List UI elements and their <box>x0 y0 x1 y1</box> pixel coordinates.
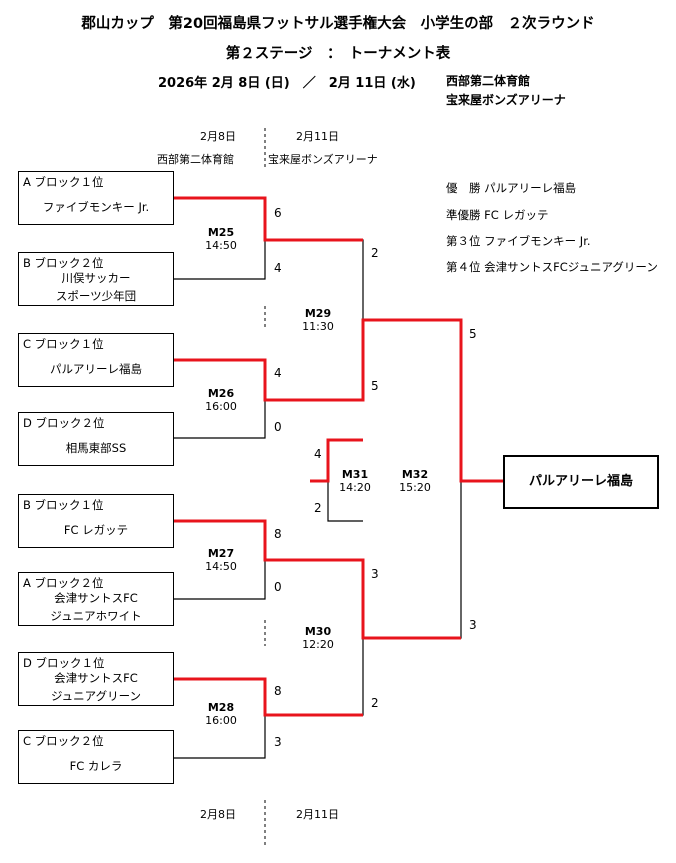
team-box-c2: C ブロック２位 FC カレラ <box>18 730 174 784</box>
result-second: 準優勝 FC レガッテ <box>446 208 549 222</box>
team-seed-label: D ブロック１位 <box>23 656 105 670</box>
m27-score-top: 8 <box>274 527 282 541</box>
team-name-line1: 川俣サッカー <box>61 271 131 285</box>
team-seed-label: B ブロック１位 <box>23 498 104 512</box>
match-id: M32 <box>401 468 429 481</box>
match-m25: M25 14:50 <box>196 226 246 252</box>
venue-left-header: 西部第二体育館 <box>157 153 234 166</box>
m26-loser-line <box>174 400 266 439</box>
m28-winner-line <box>174 677 363 717</box>
m28-loser-line <box>174 715 266 759</box>
team-box-c1: C ブロック１位 パルアリーレ福島 <box>18 333 174 387</box>
team-seed-label: B ブロック２位 <box>23 256 104 270</box>
match-m29: M29 11:30 <box>293 307 343 333</box>
match-time: 12:20 <box>302 638 334 651</box>
team-seed-label: A ブロック２位 <box>23 576 104 590</box>
m30-score-bottom: 2 <box>371 696 379 710</box>
date-right-header: 2月11日 <box>296 130 339 143</box>
team-box-d2: D ブロック２位 相馬東部SS <box>18 412 174 466</box>
result-first: 優 勝 パルアリーレ福島 <box>446 181 577 195</box>
team-seed-label: D ブロック２位 <box>23 416 105 430</box>
match-m32: M32 15:20 <box>390 468 440 494</box>
match-m27: M27 14:50 <box>196 547 246 573</box>
match-id: M27 <box>207 547 235 560</box>
match-id: M31 <box>341 468 369 481</box>
match-time: 15:20 <box>399 481 431 494</box>
result-third: 第３位 ファイブモンキー Jr. <box>446 234 591 248</box>
final-winner-line <box>174 318 503 483</box>
match-id: M28 <box>207 701 235 714</box>
m25-score-bottom: 4 <box>274 261 282 275</box>
m27-loser-line <box>174 560 266 600</box>
match-time: 14:20 <box>339 481 371 494</box>
m27-score-bottom: 0 <box>274 580 282 594</box>
m32-score-bottom: 3 <box>469 618 477 632</box>
m25-score-top: 6 <box>274 206 282 220</box>
match-m26: M26 16:00 <box>196 387 246 413</box>
date-right-footer: 2月11日 <box>296 808 339 821</box>
venue-1: 西部第二体育館 <box>446 74 531 88</box>
m28-score-top: 8 <box>274 684 282 698</box>
team-seed-label: C ブロック１位 <box>23 337 104 351</box>
match-id: M29 <box>304 307 332 320</box>
match-m30: M30 12:20 <box>293 625 343 651</box>
team-name: パルアリーレ福島 <box>50 362 142 376</box>
page-subtitle: 第２ステージ ： トーナメント表 <box>225 46 451 62</box>
match-m31: M31 14:20 <box>330 468 380 494</box>
date-left-footer: 2月8日 <box>200 808 236 821</box>
champion-box: パルアリーレ福島 <box>503 455 659 509</box>
venue-2: 宝来屋ボンズアリーナ <box>446 93 566 107</box>
m30-winner-line <box>174 519 461 640</box>
team-box-b1: B ブロック１位 FC レガッテ <box>18 494 174 548</box>
team-name-line2: スポーツ少年団 <box>55 289 137 303</box>
m31-score-bottom: 2 <box>314 501 322 515</box>
m25-loser-line <box>174 240 266 280</box>
team-box-d1: D ブロック１位 会津サントスFC ジュニアグリーン <box>18 652 174 706</box>
match-time: 14:50 <box>205 560 237 573</box>
m31-loser-line <box>327 481 363 522</box>
match-time: 16:00 <box>205 714 237 727</box>
date-left-header: 2月8日 <box>200 130 236 143</box>
m31-score-top: 4 <box>314 447 322 461</box>
page-title: 郡山カップ 第20回福島県フットサル選手権大会 小学生の部 ２次ラウンド <box>81 16 595 32</box>
m32-score-top: 5 <box>469 327 477 341</box>
team-name-line2: ジュニアグリーン <box>50 689 142 703</box>
match-time: 11:30 <box>302 320 334 333</box>
m32-loser-line <box>363 481 462 639</box>
result-fourth: 第４位 会津サントスFCジュニアグリーン <box>446 260 658 274</box>
team-name-line1: 会津サントスFC <box>54 671 138 685</box>
match-time: 16:00 <box>205 400 237 413</box>
m25-winner-line <box>174 196 363 242</box>
m31-winner-line <box>310 438 363 483</box>
team-seed-label: A ブロック１位 <box>23 175 104 189</box>
team-name-line1: 会津サントスFC <box>54 591 138 605</box>
team-box-a2: A ブロック２位 会津サントスFC ジュニアホワイト <box>18 572 174 626</box>
team-name: 相馬東部SS <box>65 441 127 455</box>
team-box-b2: B ブロック２位 川俣サッカー スポーツ少年団 <box>18 252 174 306</box>
winner-paths <box>174 196 503 717</box>
m26-score-bottom: 0 <box>274 420 282 434</box>
team-name: FC レガッテ <box>63 523 129 537</box>
team-seed-label: C ブロック２位 <box>23 734 104 748</box>
m30-score-top: 3 <box>371 567 379 581</box>
team-name-line2: ジュニアホワイト <box>50 609 142 623</box>
team-box-a1: A ブロック１位 ファイブモンキー Jr. <box>18 171 174 225</box>
team-name: FC カレラ <box>69 759 123 773</box>
m29-score-bottom: 5 <box>371 379 379 393</box>
m29-score-top: 2 <box>371 246 379 260</box>
event-dates: 2026年 2月 8日 (日) ／ 2月 11日 (水) <box>158 76 416 91</box>
m26-score-top: 4 <box>274 366 282 380</box>
match-id: M26 <box>207 387 235 400</box>
venue-right-header: 宝来屋ボンズアリーナ <box>268 153 378 166</box>
m28-score-bottom: 3 <box>274 735 282 749</box>
match-m28: M28 16:00 <box>196 701 246 727</box>
match-time: 14:50 <box>205 239 237 252</box>
match-id: M25 <box>207 226 235 239</box>
team-name: ファイブモンキー Jr. <box>42 200 150 214</box>
match-id: M30 <box>304 625 332 638</box>
